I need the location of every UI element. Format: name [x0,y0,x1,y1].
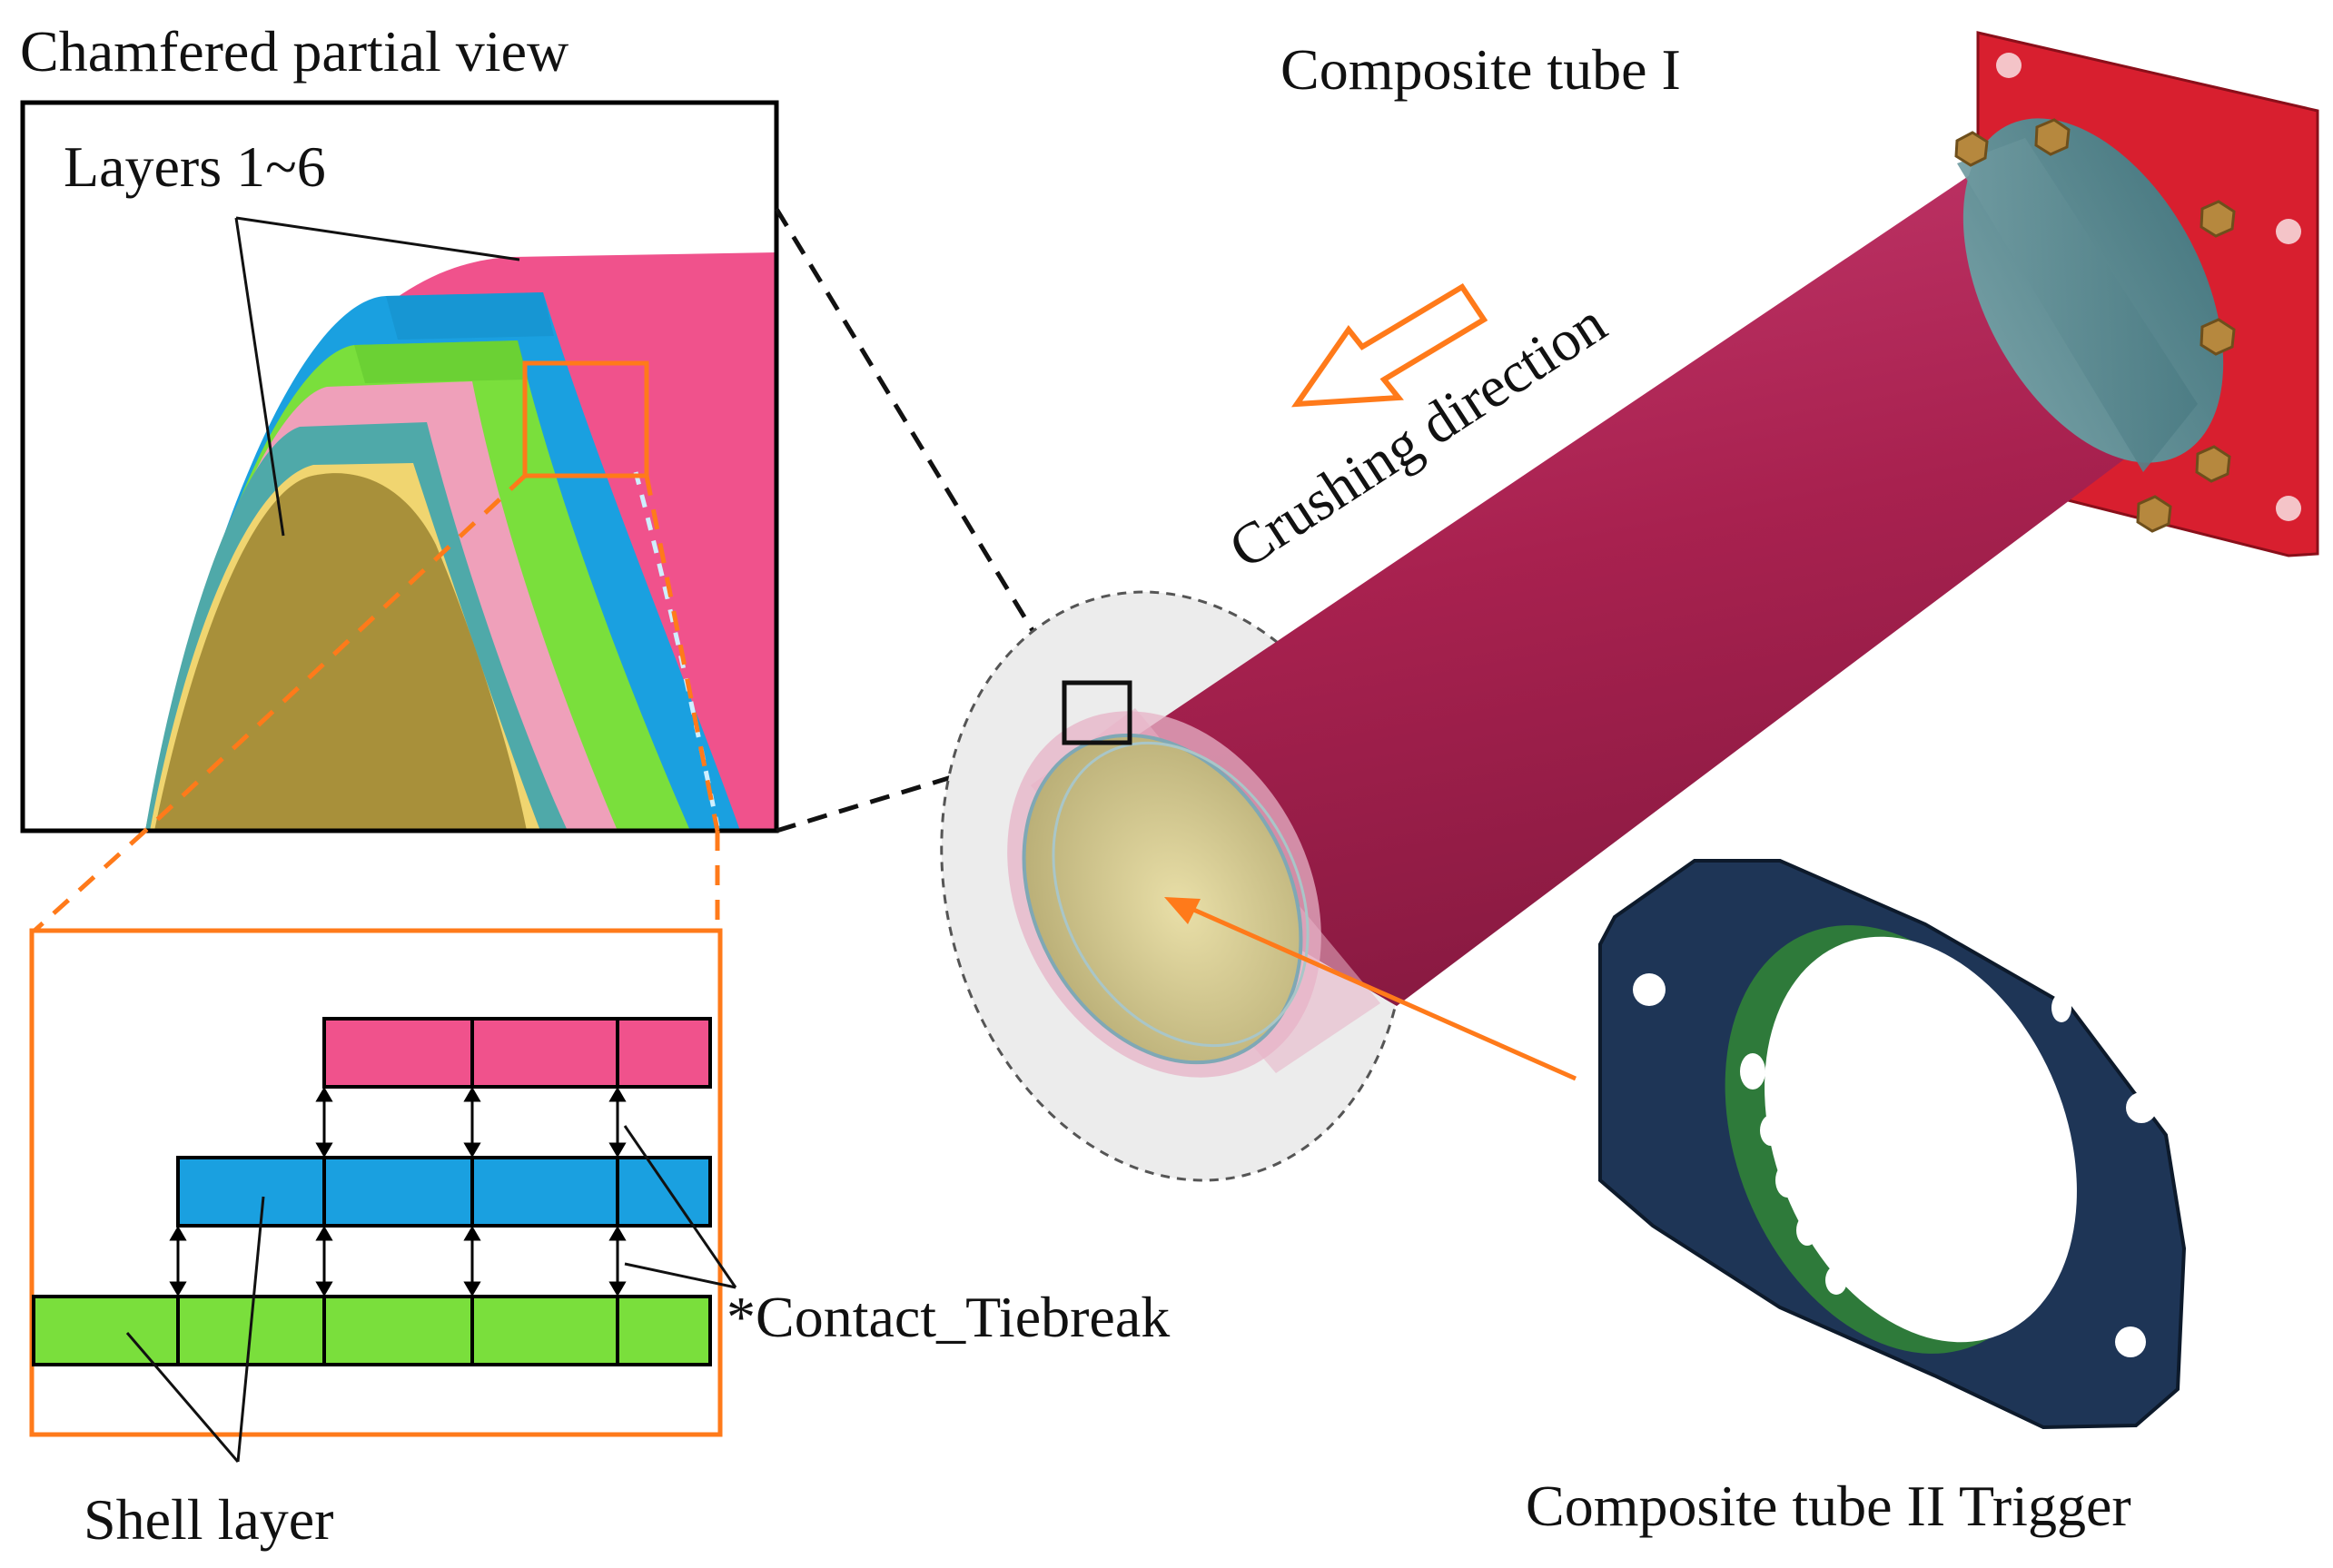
zoom-location-box [1062,680,1132,745]
trigger-bolt-holes [1630,973,2157,1357]
label-composite-tube-one: Composite tube I [1280,37,1681,102]
composite-tube-one [940,31,2319,1182]
detail-highlight-box [522,360,649,478]
shell-row-green [32,1295,712,1366]
shell-row-blue [176,1156,712,1228]
shell-layer-detail [29,928,737,1463]
composite-tube-two-trigger [1598,859,2187,1430]
tiebreak-connectors [169,1087,627,1297]
trigger-opening [1765,936,2077,1343]
label-shell-layer: Shell layer [84,1487,333,1552]
chamfered-partial-view [20,100,779,833]
label-composite-tube-two-trigger: Composite tube II Trigger [1526,1474,2131,1538]
pointer-arrow-icon [1164,897,1201,924]
tube-body [1043,138,2198,1006]
label-contact-tiebreak: *Contact_Tiebreak [727,1285,1170,1349]
layer-core [154,473,527,831]
crushing-direction-arrow-icon [1290,282,1488,408]
shell-row-pink [322,1017,712,1089]
label-chamfered-view: Chamfered partial view [20,19,568,84]
label-layers: Layers 1~6 [64,134,326,199]
trigger-wall-holes [1740,993,2071,1295]
zoom-frame [20,100,779,833]
tube-core [1022,733,1303,1065]
ring-bolts [1954,118,2236,533]
